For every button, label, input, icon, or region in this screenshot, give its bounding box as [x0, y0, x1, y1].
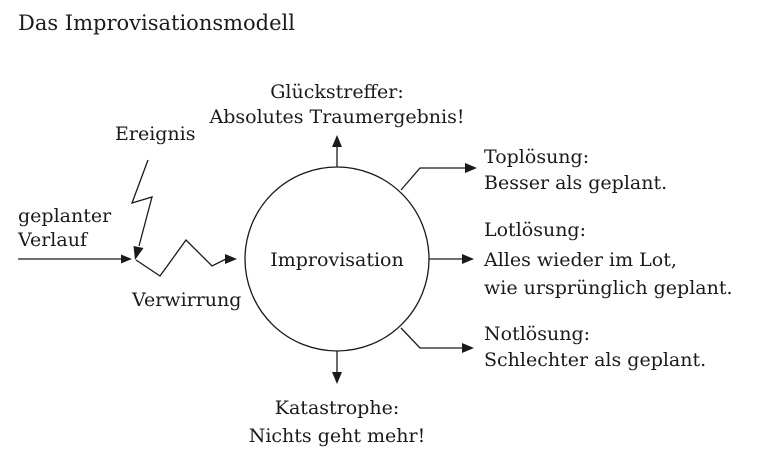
top-outcome-arrowhead: [332, 135, 342, 147]
confusion-label: Verwirrung: [131, 289, 241, 311]
right-outcome-line3: wie ursprünglich geplant.: [484, 277, 733, 299]
upper-right-outcome-arrow-shaft: [400, 167, 466, 191]
top-outcome-line1: Glückstreffer:: [270, 81, 404, 103]
lower-right-outcome-line1: Notlösung:: [484, 323, 590, 345]
diagram-title: Das Improvisationsmodell: [18, 11, 295, 35]
bottom-outcome-line1: Katastrophe:: [275, 397, 399, 419]
planned-course-arrowhead: [121, 254, 132, 264]
lower-right-outcome-arrowhead: [462, 343, 474, 353]
upper-right-outcome-line1: Toplösung:: [484, 146, 589, 168]
confusion-zigzag-arrow: [135, 239, 227, 277]
upper-right-outcome-line2: Besser als geplant.: [484, 172, 667, 194]
right-outcome-line1: Lotlösung:: [484, 219, 586, 241]
lower-right-outcome-arrow-shaft: [400, 327, 462, 349]
center-label: Improvisation: [270, 249, 403, 271]
confusion-arrowhead: [225, 254, 237, 264]
bottom-outcome-arrowhead: [332, 372, 342, 384]
planned-course-label-line1: geplanter: [18, 205, 112, 227]
lower-right-outcome-line2: Schlechter als geplant.: [484, 349, 706, 371]
event-label: Ereignis: [115, 123, 196, 145]
right-outcome-line2: Alles wieder im Lot,: [483, 249, 677, 271]
event-lightning-arrowhead: [133, 246, 144, 260]
right-outcome-arrowhead: [462, 254, 474, 264]
top-outcome-line2: Absolutes Traumergebnis!: [209, 106, 465, 128]
planned-course-label-line2: Verlauf: [17, 229, 89, 251]
event-lightning-bolt: [130, 159, 153, 247]
bottom-outcome-line2: Nichts geht mehr!: [249, 425, 426, 447]
upper-right-outcome-arrowhead: [465, 163, 477, 173]
